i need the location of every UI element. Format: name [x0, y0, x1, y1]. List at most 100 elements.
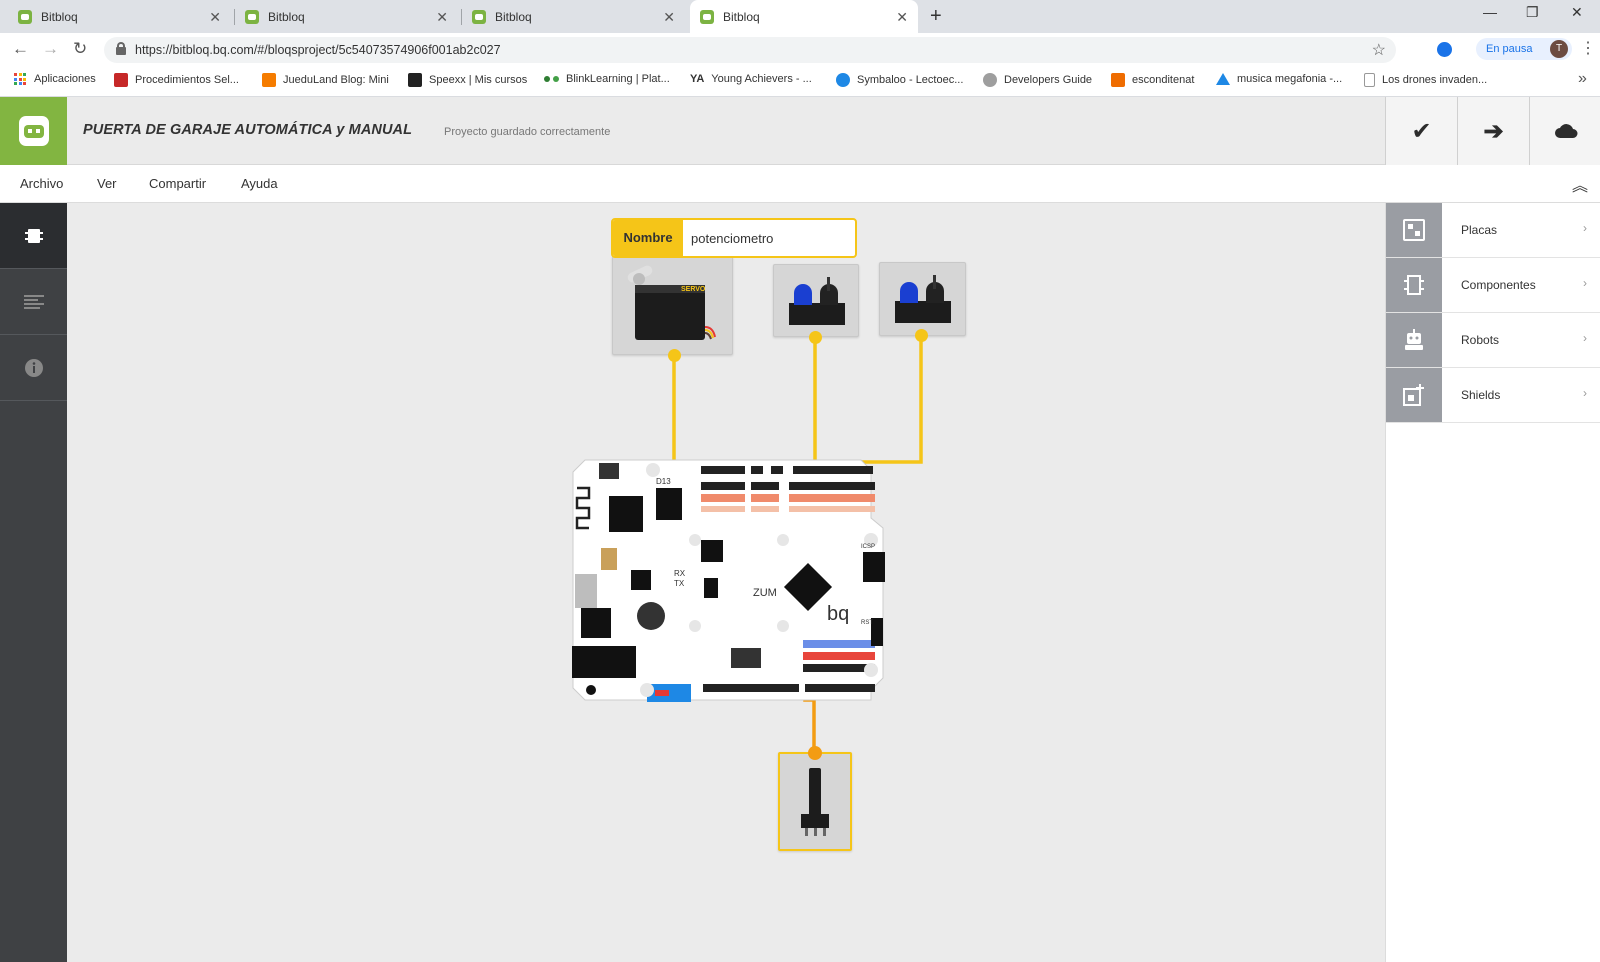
servo-connector[interactable] — [668, 349, 681, 362]
component-name-input[interactable] — [691, 220, 851, 256]
close-tab-icon[interactable]: ✕ — [436, 9, 448, 25]
project-title[interactable]: PUERTA DE GARAJE AUTOMÁTICA y MANUAL — [83, 122, 413, 138]
avatar: T — [1550, 40, 1568, 58]
menu-ver[interactable]: Ver — [97, 176, 117, 191]
browser-tab-3[interactable]: Bitbloq ✕ — [462, 0, 685, 33]
component-name-editor: Nombre — [611, 218, 857, 258]
d13-label: D13 — [656, 477, 671, 486]
arrow-right-icon: ➔ — [1483, 117, 1504, 145]
chevron-right-icon: › — [1583, 331, 1587, 345]
ir-sensor-2-connector[interactable] — [915, 329, 928, 342]
ir-sensor-component-2[interactable] — [879, 262, 966, 336]
close-tab-icon[interactable]: ✕ — [896, 9, 908, 25]
bookmark-item[interactable]: Aplicaciones — [14, 73, 96, 85]
app-menu-bar: Archivo Ver Compartir Ayuda ︽ — [0, 165, 1600, 203]
paused-label: En pausa — [1486, 43, 1533, 55]
bookmark-item[interactable]: esconditenat — [1111, 73, 1194, 87]
back-arrow-icon[interactable]: ← — [12, 39, 29, 58]
browser-tab-2[interactable]: Bitbloq ✕ — [235, 0, 458, 33]
verify-button[interactable]: ✔ — [1385, 97, 1457, 165]
servo-component[interactable]: SERVO — [612, 256, 733, 355]
new-tab-button[interactable]: + — [930, 5, 942, 27]
tab-title: Bitbloq — [495, 9, 532, 24]
bookmark-item[interactable]: Speexx | Mis cursos — [408, 73, 527, 87]
close-tab-icon[interactable]: ✕ — [209, 9, 221, 25]
bookmark-label: JueduLand Blog: Mini — [283, 74, 389, 86]
address-bar[interactable]: https://bitbloq.bq.com/#/bloqsproject/5c… — [104, 37, 1396, 63]
chevron-right-icon: › — [1583, 386, 1587, 400]
lines-icon — [23, 294, 44, 309]
infrared-sensor-icon — [789, 277, 845, 325]
tab-title: Bitbloq — [41, 9, 78, 24]
rx-label: RX — [674, 569, 686, 578]
svg-text:SERVO: SERVO — [681, 286, 706, 293]
bookmark-star-icon[interactable]: ☆ — [1371, 42, 1386, 59]
extension-icon[interactable] — [1437, 42, 1452, 57]
forward-arrow-icon[interactable]: → — [42, 39, 59, 58]
bookmark-favicon-icon — [983, 73, 997, 87]
chevron-right-icon: › — [1583, 276, 1587, 290]
bookmark-item[interactable]: Procedimientos Sel... — [114, 73, 239, 87]
restore-window-icon[interactable]: ❐ — [1526, 4, 1539, 20]
reload-icon[interactable]: ↻ — [73, 39, 88, 58]
panel-item-label: Componentes — [1461, 278, 1536, 292]
menu-compartir[interactable]: Compartir — [149, 176, 207, 191]
chip-icon — [1386, 258, 1442, 312]
potentiometer-component[interactable] — [778, 752, 852, 851]
bookmark-item[interactable]: Los drones invaden... — [1364, 73, 1487, 87]
sidebar-hardware-tab[interactable] — [0, 203, 67, 269]
bookmark-item[interactable]: Developers Guide — [983, 73, 1092, 87]
board-model-label: ZUM — [753, 587, 777, 599]
browser-tab-strip: Bitbloq ✕ Bitbloq ✕ Bitbloq ✕ Bitbloq ✕ … — [0, 0, 1600, 33]
panel-item-placas[interactable]: Placas › — [1386, 203, 1600, 258]
zum-board[interactable]: D13 RX TX ZUM bq ICSP RST — [571, 458, 897, 703]
bookmark-label: Procedimientos Sel... — [135, 74, 239, 86]
components-panel: Placas › Componentes › Robots › Shields … — [1385, 203, 1600, 962]
menu-ayuda[interactable]: Ayuda — [241, 176, 278, 191]
profile-paused-button[interactable]: En pausa T — [1476, 38, 1572, 60]
bookmarks-bar: Aplicaciones Procedimientos Sel... Juedu… — [0, 66, 1600, 97]
bookmark-item[interactable]: musica megafonia -... — [1216, 73, 1342, 85]
bookmark-label: esconditenat — [1132, 74, 1195, 86]
google-drive-icon — [1216, 73, 1230, 85]
panel-item-label: Shields — [1461, 388, 1501, 402]
bookmark-favicon-icon — [408, 73, 422, 87]
ir-sensor-component-1[interactable] — [773, 264, 859, 337]
collapse-chevron-up-icon[interactable]: ︽ — [1572, 178, 1589, 195]
info-icon — [24, 358, 43, 377]
minimize-window-icon[interactable]: — — [1483, 4, 1497, 20]
upload-button[interactable]: ➔ — [1457, 97, 1529, 165]
infrared-sensor-icon — [895, 275, 951, 323]
panel-item-label: Robots — [1461, 333, 1500, 347]
browser-toolbar: ← → ↻ https://bitbloq.bq.com/#/bloqsproj… — [0, 33, 1600, 66]
menu-archivo[interactable]: Archivo — [20, 176, 64, 191]
url-text[interactable]: https://bitbloq.bq.com/#/bloqsproject/5c… — [135, 43, 501, 57]
bookmark-label: Symbaloo - Lectoec... — [857, 74, 964, 86]
bookmark-item[interactable]: YA Young Achievers - ... — [690, 73, 812, 85]
bitbloq-logo[interactable] — [0, 97, 67, 165]
sidebar-info-tab[interactable] — [0, 335, 67, 401]
panel-item-label: Placas — [1461, 223, 1498, 237]
sidebar-software-tab[interactable] — [0, 269, 67, 335]
panel-item-componentes[interactable]: Componentes › — [1386, 258, 1600, 313]
browser-tab-4-active[interactable]: Bitbloq ✕ — [690, 0, 918, 33]
close-tab-icon[interactable]: ✕ — [663, 9, 675, 25]
left-sidebar — [0, 203, 67, 962]
app-header: PUERTA DE GARAJE AUTOMÁTICA y MANUAL Pro… — [0, 97, 1600, 165]
browser-tab-1[interactable]: Bitbloq ✕ — [8, 0, 231, 33]
bitbloq-favicon-icon — [245, 9, 259, 24]
chip-icon — [24, 228, 43, 243]
ir-sensor-1-connector[interactable] — [809, 331, 822, 344]
panel-item-shields[interactable]: Shields › — [1386, 368, 1600, 423]
bookmark-item[interactable]: Symbaloo - Lectoec... — [836, 73, 963, 87]
close-window-icon[interactable]: ✕ — [1571, 4, 1583, 20]
tab-title: Bitbloq — [723, 9, 760, 24]
bookmark-item[interactable]: JueduLand Blog: Mini — [262, 73, 389, 87]
blogger-icon — [262, 73, 276, 87]
bookmark-item[interactable]: BlinkLearning | Plat... — [544, 73, 670, 85]
panel-item-robots[interactable]: Robots › — [1386, 313, 1600, 368]
more-bookmarks-icon[interactable]: » — [1578, 70, 1587, 87]
cloud-button[interactable] — [1529, 97, 1600, 165]
browser-menu-icon[interactable]: ⋮ — [1580, 40, 1596, 57]
potentiometer-connector[interactable] — [808, 746, 822, 760]
